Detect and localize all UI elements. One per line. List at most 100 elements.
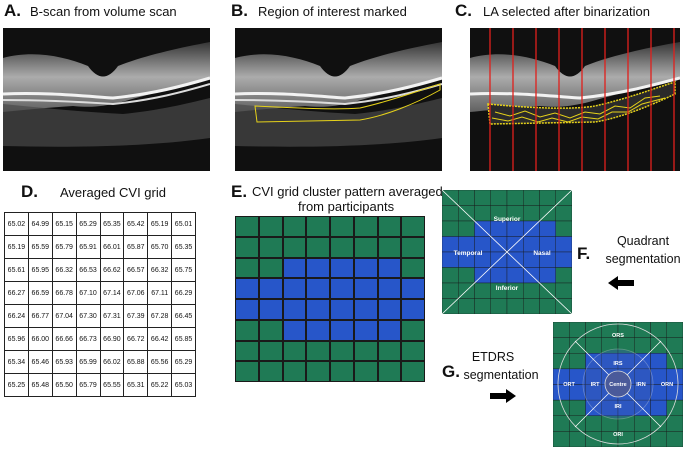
cvi-grid-cell: 64.99: [27, 212, 53, 236]
cluster-cell-high: [258, 278, 283, 299]
panel-d-title: Averaged CVI grid: [60, 185, 166, 200]
cluster-cell-high: [282, 278, 307, 299]
cvi-grid-cell: 65.55: [99, 373, 125, 397]
panel-b-label: B.: [231, 1, 248, 20]
mini-cell-low: [474, 189, 491, 206]
cluster-cell-high: [353, 278, 378, 299]
mini-cell-low: [555, 220, 573, 237]
cluster-cell-high: [377, 299, 402, 320]
mini-cell-low: [569, 399, 586, 416]
panel-f-caption-line1: Quadrant: [616, 234, 670, 248]
cluster-cell-low: [235, 319, 259, 341]
cvi-grid-cell: 65.96: [4, 327, 29, 351]
cluster-cell-low: [401, 361, 425, 382]
cluster-cell-low: [282, 216, 307, 237]
cluster-cell-low: [258, 236, 283, 258]
cvi-grid-cell: 66.78: [51, 281, 77, 305]
etdrs-ort-label: ORT: [563, 382, 575, 388]
mini-cell-low: [650, 415, 667, 432]
mini-cell-low: [569, 431, 586, 448]
panel-f-caption-line2: segmentation: [605, 252, 681, 266]
red-grid-lines: [489, 28, 675, 171]
mini-cell-high: [650, 399, 667, 416]
mini-cell-low: [474, 205, 491, 222]
cvi-grid-cell: 66.01: [99, 235, 125, 259]
cluster-cell-low: [377, 236, 402, 258]
mini-cell-low: [569, 415, 586, 432]
cvi-grid-cell: 65.85: [171, 327, 196, 351]
quadrant-temporal-label: Temporal: [454, 250, 483, 257]
cvi-grid-cell: 65.79: [51, 235, 77, 259]
cluster-cell-low: [235, 257, 259, 279]
etdrs-irn-label: IRN: [636, 382, 646, 388]
cluster-cell-low: [353, 236, 378, 258]
mini-cell-low: [523, 298, 540, 315]
cluster-cell-low: [353, 361, 378, 382]
cluster-cell-low: [330, 236, 354, 258]
cluster-cell-low: [377, 340, 402, 362]
panel-f-label: F.: [577, 244, 591, 263]
right-arrow-icon: [490, 389, 516, 403]
mini-cell-low: [441, 205, 459, 222]
cvi-grid-cell: 65.88: [123, 350, 149, 374]
cvi-grid-cell: 65.19: [4, 235, 29, 259]
cluster-cell-high: [282, 257, 307, 279]
cluster-cell-low: [235, 236, 259, 258]
cvi-grid-cell: 66.57: [123, 258, 149, 282]
cvi-grid-cell: 65.31: [123, 373, 149, 397]
cvi-grid-cell: 65.59: [27, 235, 53, 259]
cluster-cell-low: [306, 340, 330, 362]
cvi-grid-cell: 65.70: [147, 235, 173, 259]
cvi-grid-cell: 66.59: [27, 281, 53, 305]
mini-cell-low: [552, 431, 570, 448]
cluster-cell-low: [258, 319, 283, 341]
cluster-cell-high: [401, 278, 425, 299]
cvi-grid-cell: 65.79: [75, 373, 101, 397]
mini-cell-low: [650, 431, 667, 448]
cvi-grid-cell: 67.10: [75, 281, 101, 305]
mini-cell-low: [458, 220, 475, 237]
cvi-grid-cell: 65.29: [75, 212, 101, 236]
cvi-grid-cell: 66.62: [99, 258, 125, 282]
mini-cell-low: [523, 205, 540, 222]
roi-outline: [254, 83, 441, 123]
cvi-grid-cell: 66.90: [99, 327, 125, 351]
mini-cell-high: [650, 353, 667, 370]
cvi-grid-cell: 66.32: [147, 258, 173, 282]
mini-cell-low: [441, 267, 459, 284]
cluster-cell-high: [282, 299, 307, 320]
cvi-grid-cell: 65.93: [51, 350, 77, 374]
cvi-grid-cell: 67.06: [123, 281, 149, 305]
panel-b-roi-image: [235, 28, 442, 171]
mini-cell-low: [634, 415, 651, 432]
cvi-grid-cell: 66.24: [4, 304, 29, 328]
panel-d-label: D.: [21, 182, 38, 201]
cvi-grid-cell: 66.73: [75, 327, 101, 351]
mini-cell-high: [555, 251, 573, 268]
cvi-grid-cell: 67.31: [99, 304, 125, 328]
mini-cell-low: [585, 321, 602, 338]
cluster-cell-low: [401, 216, 425, 237]
panel-b-title: Region of interest marked: [258, 4, 407, 19]
cvi-grid-cell: 66.02: [99, 350, 125, 374]
mini-cell-low: [490, 298, 508, 315]
cluster-cell-low: [282, 236, 307, 258]
cvi-grid-cell: 67.04: [51, 304, 77, 328]
mini-cell-low: [523, 282, 540, 299]
cluster-cell-low: [330, 361, 354, 382]
cluster-cell-low: [353, 216, 378, 237]
cluster-cell-low: [401, 340, 425, 362]
cluster-cell-high: [306, 278, 330, 299]
cluster-cell-high: [330, 299, 354, 320]
mini-cell-low: [555, 205, 573, 222]
mini-cell-low: [458, 298, 475, 315]
cluster-cell-low: [377, 216, 402, 237]
cvi-grid-cell: 67.11: [147, 281, 173, 305]
cluster-cell-low: [306, 216, 330, 237]
